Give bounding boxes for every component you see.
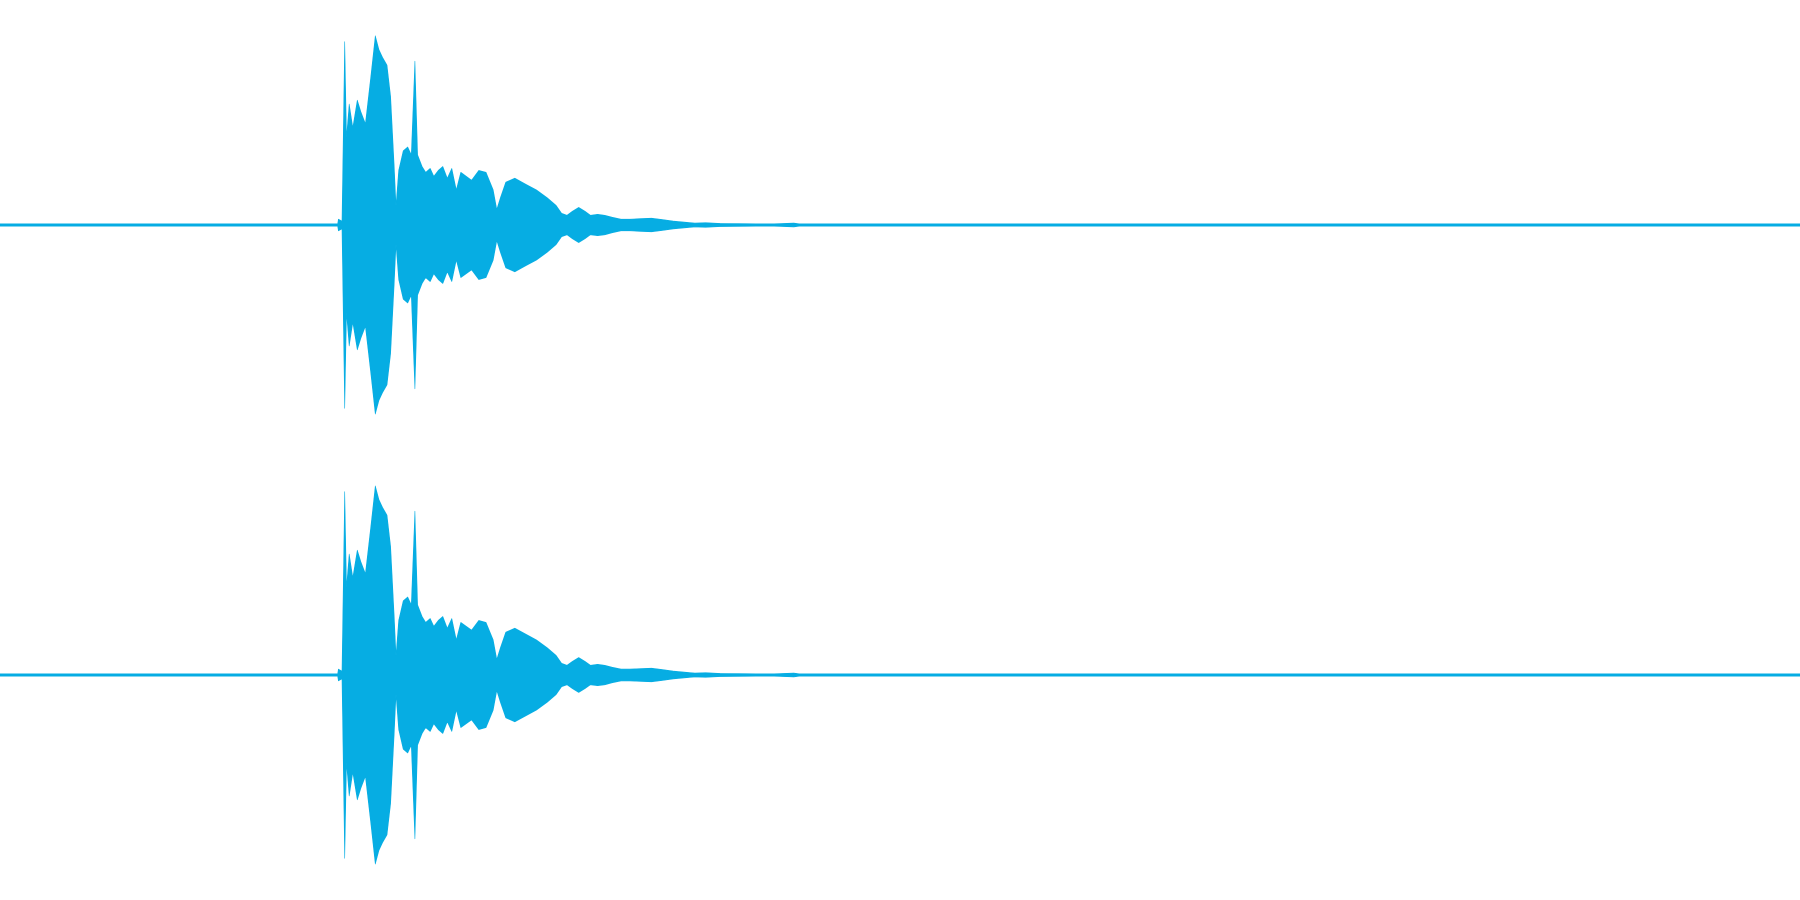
waveform-envelope: [0, 485, 1800, 865]
waveform-channel-2: [0, 485, 1800, 865]
waveform-channel-1: [0, 35, 1800, 415]
waveform-envelope: [0, 35, 1800, 415]
